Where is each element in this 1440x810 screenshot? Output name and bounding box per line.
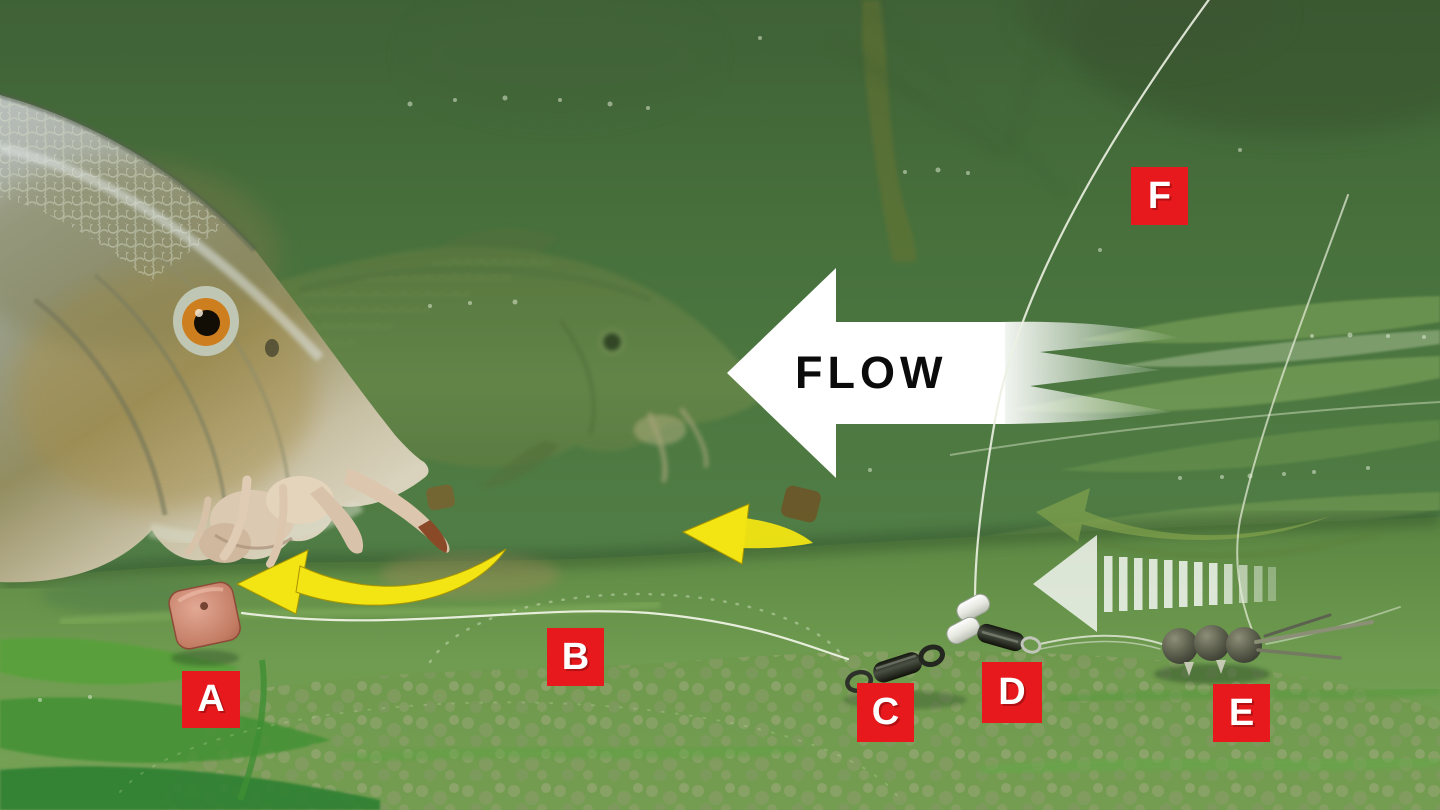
marker-e: E [1213, 684, 1270, 742]
free-pellet [426, 484, 455, 511]
yellow-arrows [235, 503, 813, 615]
flow-text: FLOW [795, 347, 948, 398]
fishing-lines [240, 0, 1401, 661]
link-beads [946, 593, 1042, 654]
marker-d: D [982, 662, 1042, 723]
free-pellet [781, 485, 821, 523]
striped-flow-arrow-icon [1033, 535, 1276, 632]
yellow-arrow-bait-icon [235, 548, 507, 615]
upper-line [1236, 194, 1349, 631]
yellow-arrow-mid-icon [681, 503, 813, 565]
marker-a: A [182, 671, 240, 728]
foreground-fish [0, 92, 450, 583]
marker-f: F [1131, 167, 1188, 225]
rig-hardware [168, 484, 1374, 709]
fish-eye [173, 286, 239, 356]
mainline [973, 0, 1211, 602]
bait-cube [168, 581, 241, 650]
hooklink [240, 610, 850, 661]
marker-b: B [547, 628, 604, 686]
flow-arrow-icon [727, 268, 1178, 478]
weed-silhouettes [410, 0, 1440, 262]
shot-weights [1162, 613, 1374, 676]
fish-mouth-barbels [184, 468, 450, 568]
bubble-particles [38, 36, 1426, 702]
green-swoosh-arrow-icon [1036, 488, 1381, 560]
fish-nostril [265, 339, 279, 357]
marker-c: C [857, 683, 914, 742]
